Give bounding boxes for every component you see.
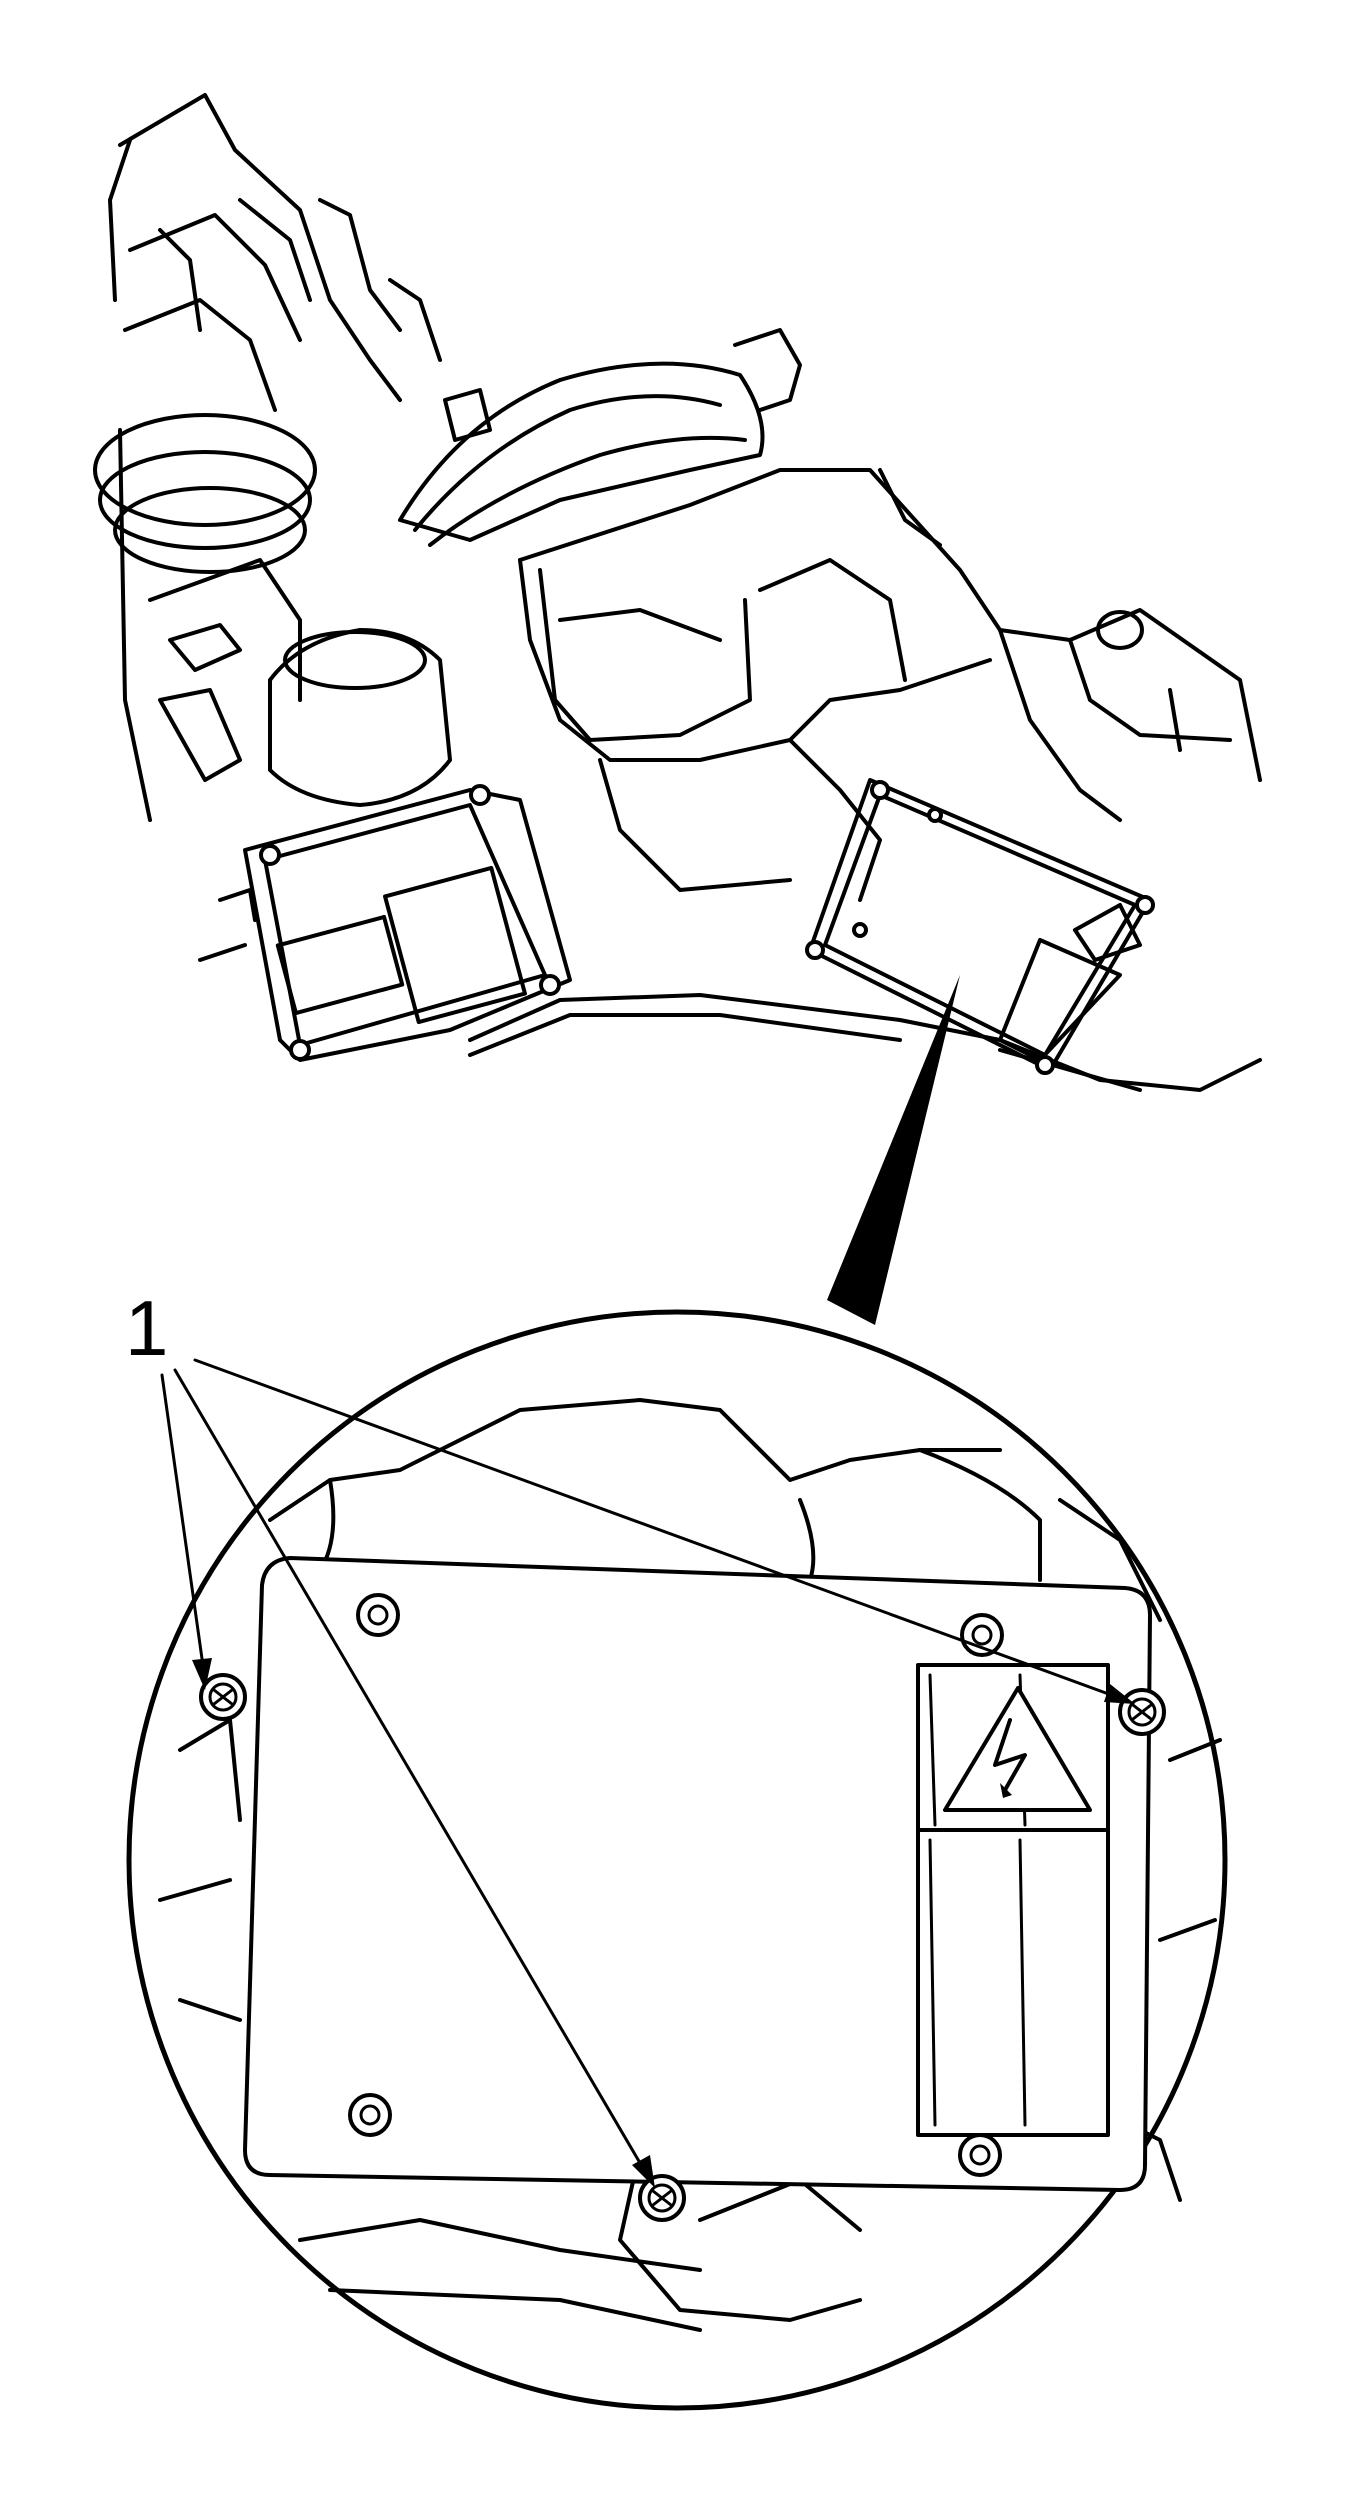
housing-lower-edge [468,993,1262,1092]
ballast-module-detail [243,1556,1152,2192]
detail-view [126,1309,1228,2411]
callout-1: 1 [125,1284,1135,2188]
connector-block [916,1663,1110,2137]
detail-background-housing [158,1398,1222,2332]
reflector-dome [398,328,802,547]
bulb-socket [158,623,452,807]
left-module [198,784,572,1062]
screw-right [1118,1688,1166,1736]
housing-body [518,468,1262,902]
lamp-housing-left [93,93,442,822]
screw-left [199,1673,247,1721]
callout-number: 1 [125,1284,168,1372]
screw-bottom [638,2174,686,2222]
screws [199,1673,1166,2222]
ballast-module-overview [805,778,1155,1075]
high-voltage-warning-icon [943,1686,1092,1812]
headlamp-assembly-overview [93,93,1262,1092]
magnifier-pointer [827,975,960,1325]
